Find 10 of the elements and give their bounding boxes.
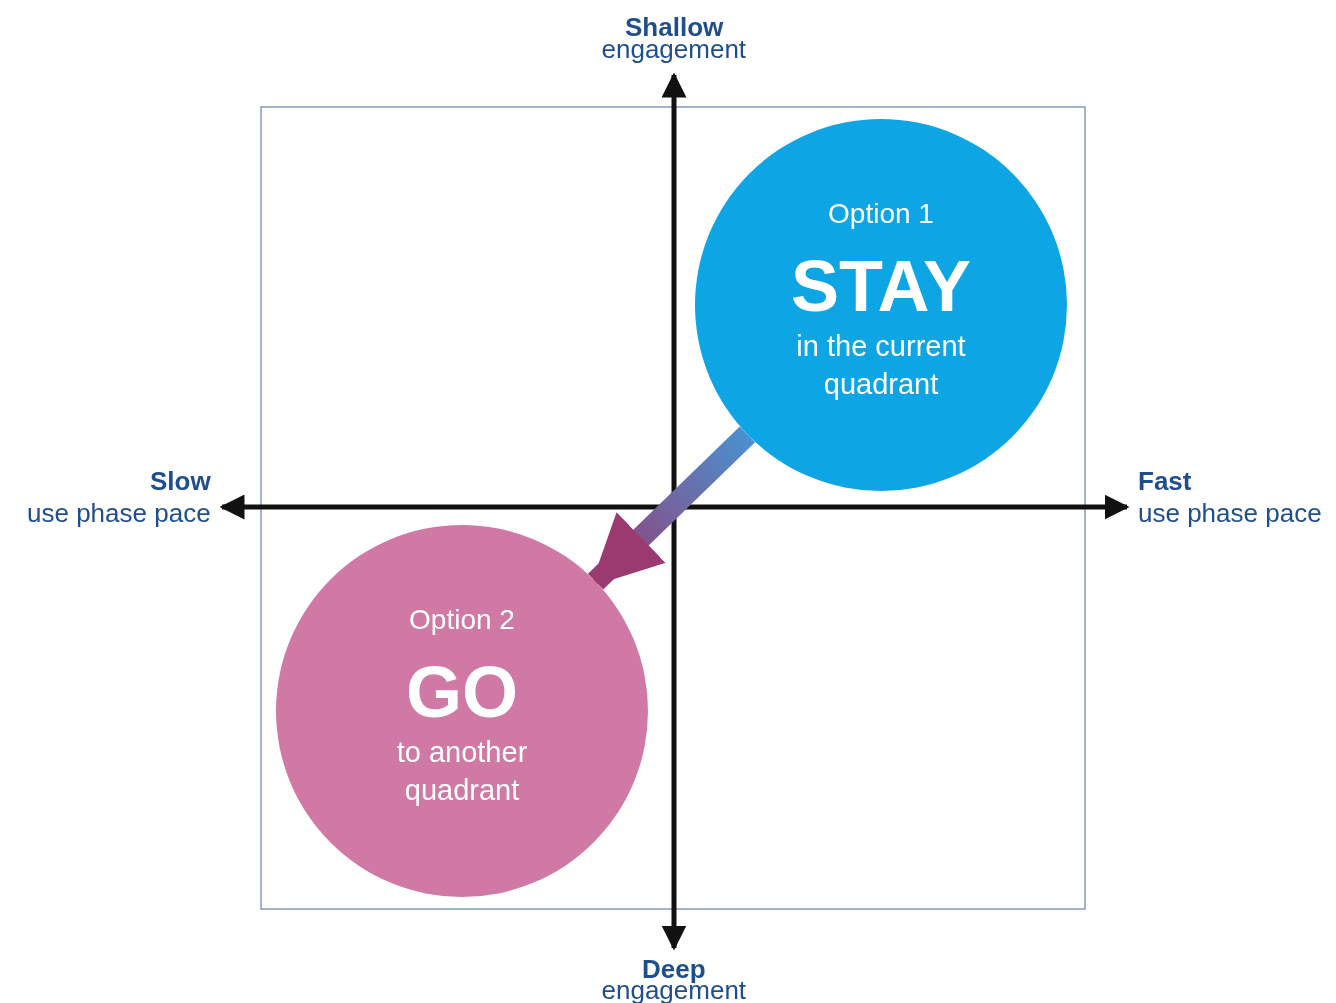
- axis-label: Fast: [1138, 468, 1192, 494]
- axis-sublabel: use phase pace: [27, 500, 211, 526]
- option-heading: Option 1: [827, 197, 935, 231]
- axis-sublabel: use phase pace: [1138, 500, 1322, 526]
- option-keyword: GO: [405, 656, 519, 728]
- option-description: in the current quadrant: [795, 329, 967, 402]
- option-heading: Option 2: [408, 603, 516, 637]
- option-keyword: STAY: [789, 250, 973, 322]
- axis-label: Slow: [150, 468, 211, 494]
- option-description: to another quadrant: [395, 735, 529, 808]
